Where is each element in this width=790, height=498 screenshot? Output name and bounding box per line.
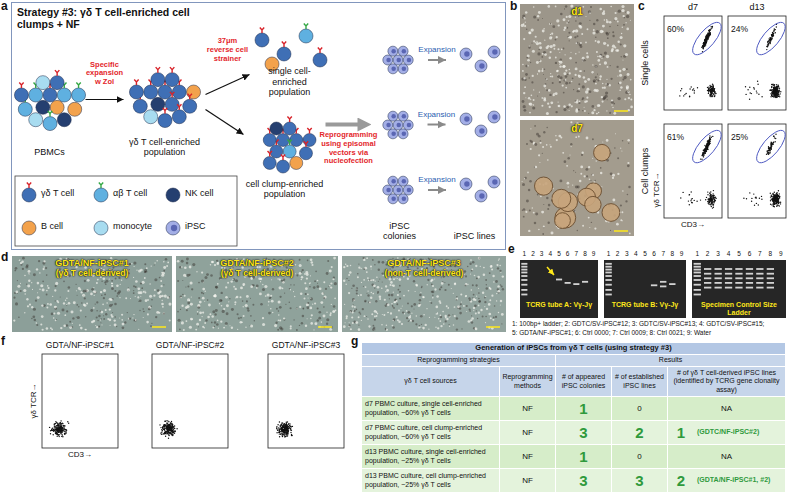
figure: Strategy #3: γδ T cell-enriched cell clu… (0, 0, 790, 498)
